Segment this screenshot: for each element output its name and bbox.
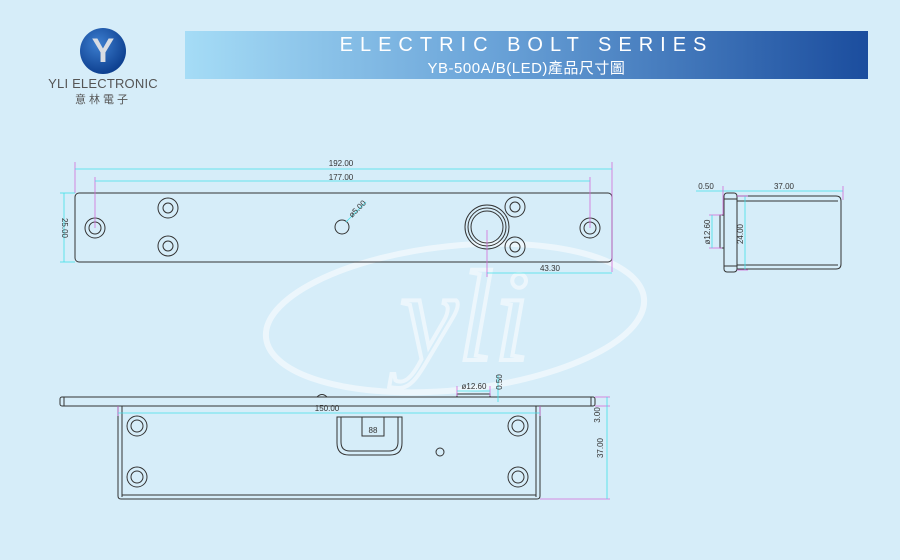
- bottom-small-hole: [435, 447, 445, 457]
- company-name-cn: 意林電子: [75, 94, 131, 106]
- side-body: [737, 195, 842, 270]
- series-title: ELECTRIC BOLT SERIES: [339, 34, 714, 56]
- top-view: 192.00 177.00 25.00 ø5.00 43.30: [60, 159, 613, 277]
- dim-overall-length: 192.00: [329, 159, 354, 168]
- company-name: YLI ELECTRONIC: [48, 76, 158, 91]
- bottom-bolt: [456, 393, 491, 398]
- connector-bracket: 88: [336, 416, 403, 456]
- screws: [157, 196, 526, 258]
- dim-bolt-offset: 43.30: [540, 264, 561, 273]
- logo-mark: Y: [91, 32, 115, 70]
- dim-side-flange: 0.50: [698, 182, 714, 191]
- bottom-holes: [126, 415, 529, 488]
- dim-bottom-bolt-diameter: ø12.60: [462, 382, 487, 391]
- bottom-view: 88 150.00 ø12.60 0.50 3.00 37.00: [59, 374, 610, 500]
- dim-side-bolt-diameter: ø12.60: [703, 219, 712, 244]
- product-subtitle: YB-500A/B(LED)產品尺寸圖: [427, 60, 626, 77]
- dim-hole-spacing: 177.00: [329, 173, 354, 182]
- side-view: 0.50 37.00 ø12.60 24.00: [696, 182, 844, 273]
- led-hole: [334, 219, 350, 235]
- dim-plate-thickness: 3.00: [593, 407, 602, 423]
- bottom-body: [117, 406, 541, 500]
- dim-led-hole: ø5.00: [347, 198, 368, 219]
- watermark-text: yli: [389, 245, 530, 389]
- company-logo: Y YLI ELECTRONIC 意林電子: [48, 28, 158, 107]
- dim-side-depth: 37.00: [774, 182, 795, 191]
- connector-label: 88: [369, 426, 378, 435]
- watermark: yli: [262, 240, 648, 396]
- dim-bottom-depth: 37.00: [596, 437, 605, 458]
- faceplate-outline: [74, 192, 613, 263]
- side-bolt: [719, 214, 725, 249]
- logo-emblem: Y: [80, 28, 126, 74]
- dim-body-length: 150.00: [315, 404, 340, 413]
- title-banner: ELECTRIC BOLT SERIES YB-500A/B(LED)產品尺寸圖: [185, 31, 868, 79]
- dim-protrusion: 0.50: [495, 374, 504, 390]
- dim-side-height: 24.00: [736, 223, 745, 244]
- bottom-faceplate: [59, 396, 596, 407]
- dim-width: 25.00: [60, 218, 69, 239]
